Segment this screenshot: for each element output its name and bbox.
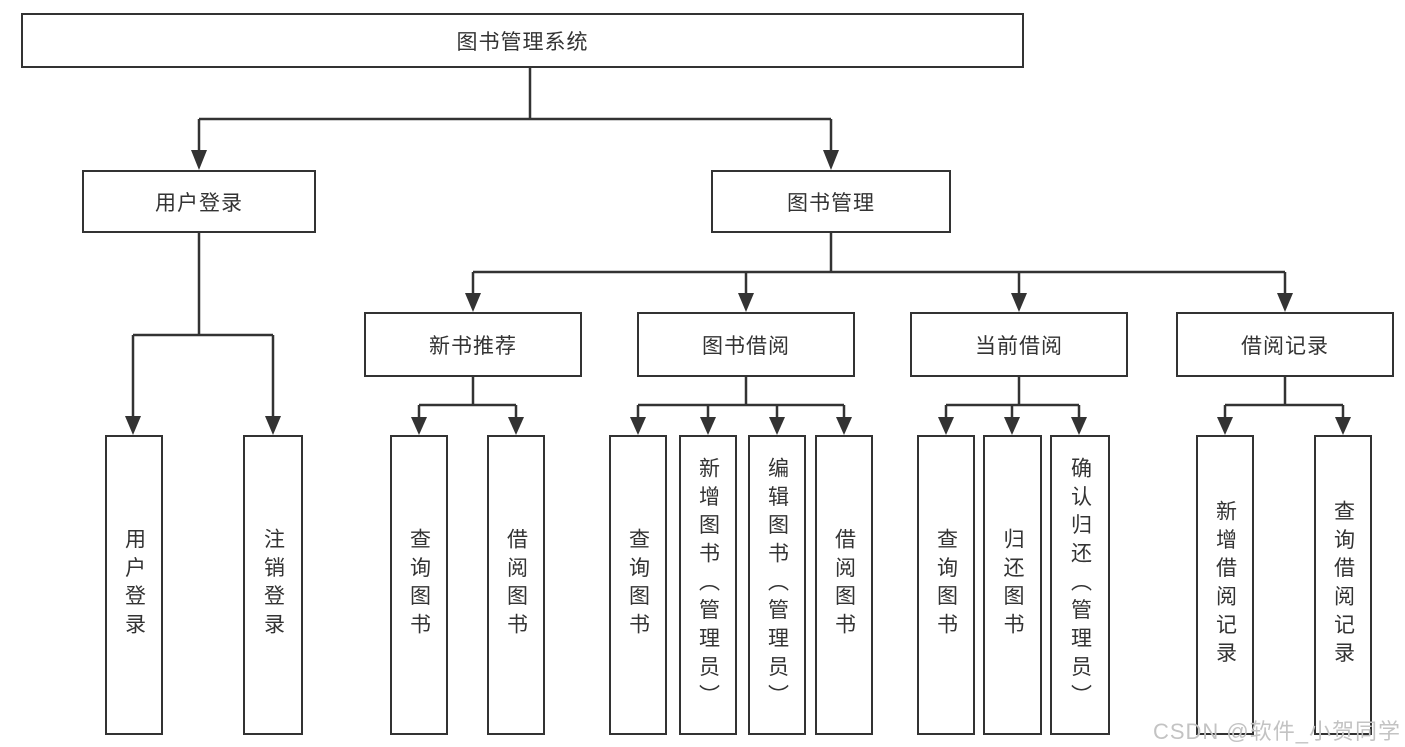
node-label: 图书借阅 [702, 334, 790, 358]
node-borrow-records: 借阅记录 [1176, 312, 1394, 377]
leaf-logout: 注销登录 [243, 435, 303, 735]
node-root-system: 图书管理系统 [21, 13, 1024, 68]
leaf-label: 新增借阅记录 [1213, 499, 1237, 671]
leaf-label: 查询图书 [407, 528, 431, 642]
node-label: 当前借阅 [975, 334, 1063, 358]
leaf-return-books: 归还图书 [983, 435, 1042, 735]
arrowheads [125, 150, 1351, 435]
node-label: 借阅记录 [1241, 334, 1329, 358]
node-current-borrow: 当前借阅 [910, 312, 1128, 377]
leaf-borrow-books-recommend: 借阅图书 [487, 435, 545, 735]
leaf-label: 查询图书 [934, 528, 958, 642]
leaf-user-login: 用户登录 [105, 435, 163, 735]
node-new-book-recommend: 新书推荐 [364, 312, 582, 377]
leaf-query-borrow-record: 查询借阅记录 [1314, 435, 1372, 735]
node-book-management: 图书管理 [711, 170, 951, 233]
node-label: 图书管理 [787, 191, 875, 215]
watermark: CSDN @软件_小贺同学 [1152, 719, 1401, 744]
node-label: 用户登录 [155, 191, 243, 215]
leaf-add-books-admin: 新增图书（管理员） [679, 435, 737, 735]
leaf-borrow-books: 借阅图书 [815, 435, 873, 735]
leaf-confirm-return-admin: 确认归还（管理员） [1050, 435, 1110, 735]
leaf-label: 查询图书 [626, 528, 650, 642]
leaf-label: 编辑图书（管理员） [765, 457, 789, 713]
node-label: 图书管理系统 [456, 30, 589, 54]
leaf-label: 确认归还（管理员） [1068, 457, 1092, 713]
leaf-edit-books-admin: 编辑图书（管理员） [748, 435, 806, 735]
leaf-label: 注销登录 [261, 528, 285, 642]
leaf-label: 归还图书 [1001, 528, 1024, 642]
node-user-login: 用户登录 [82, 170, 316, 233]
leaf-label: 用户登录 [122, 528, 146, 642]
leaf-query-books-recommend: 查询图书 [390, 435, 448, 735]
leaf-label: 查询借阅记录 [1331, 499, 1355, 671]
leaf-query-books-current: 查询图书 [917, 435, 975, 735]
leaf-add-borrow-record: 新增借阅记录 [1196, 435, 1254, 735]
leaf-label: 借阅图书 [832, 528, 856, 642]
leaf-query-books-borrow: 查询图书 [609, 435, 667, 735]
leaf-label: 新增图书（管理员） [696, 457, 720, 713]
node-book-borrow: 图书借阅 [637, 312, 855, 377]
node-label: 新书推荐 [429, 334, 517, 358]
leaf-label: 借阅图书 [504, 528, 528, 642]
